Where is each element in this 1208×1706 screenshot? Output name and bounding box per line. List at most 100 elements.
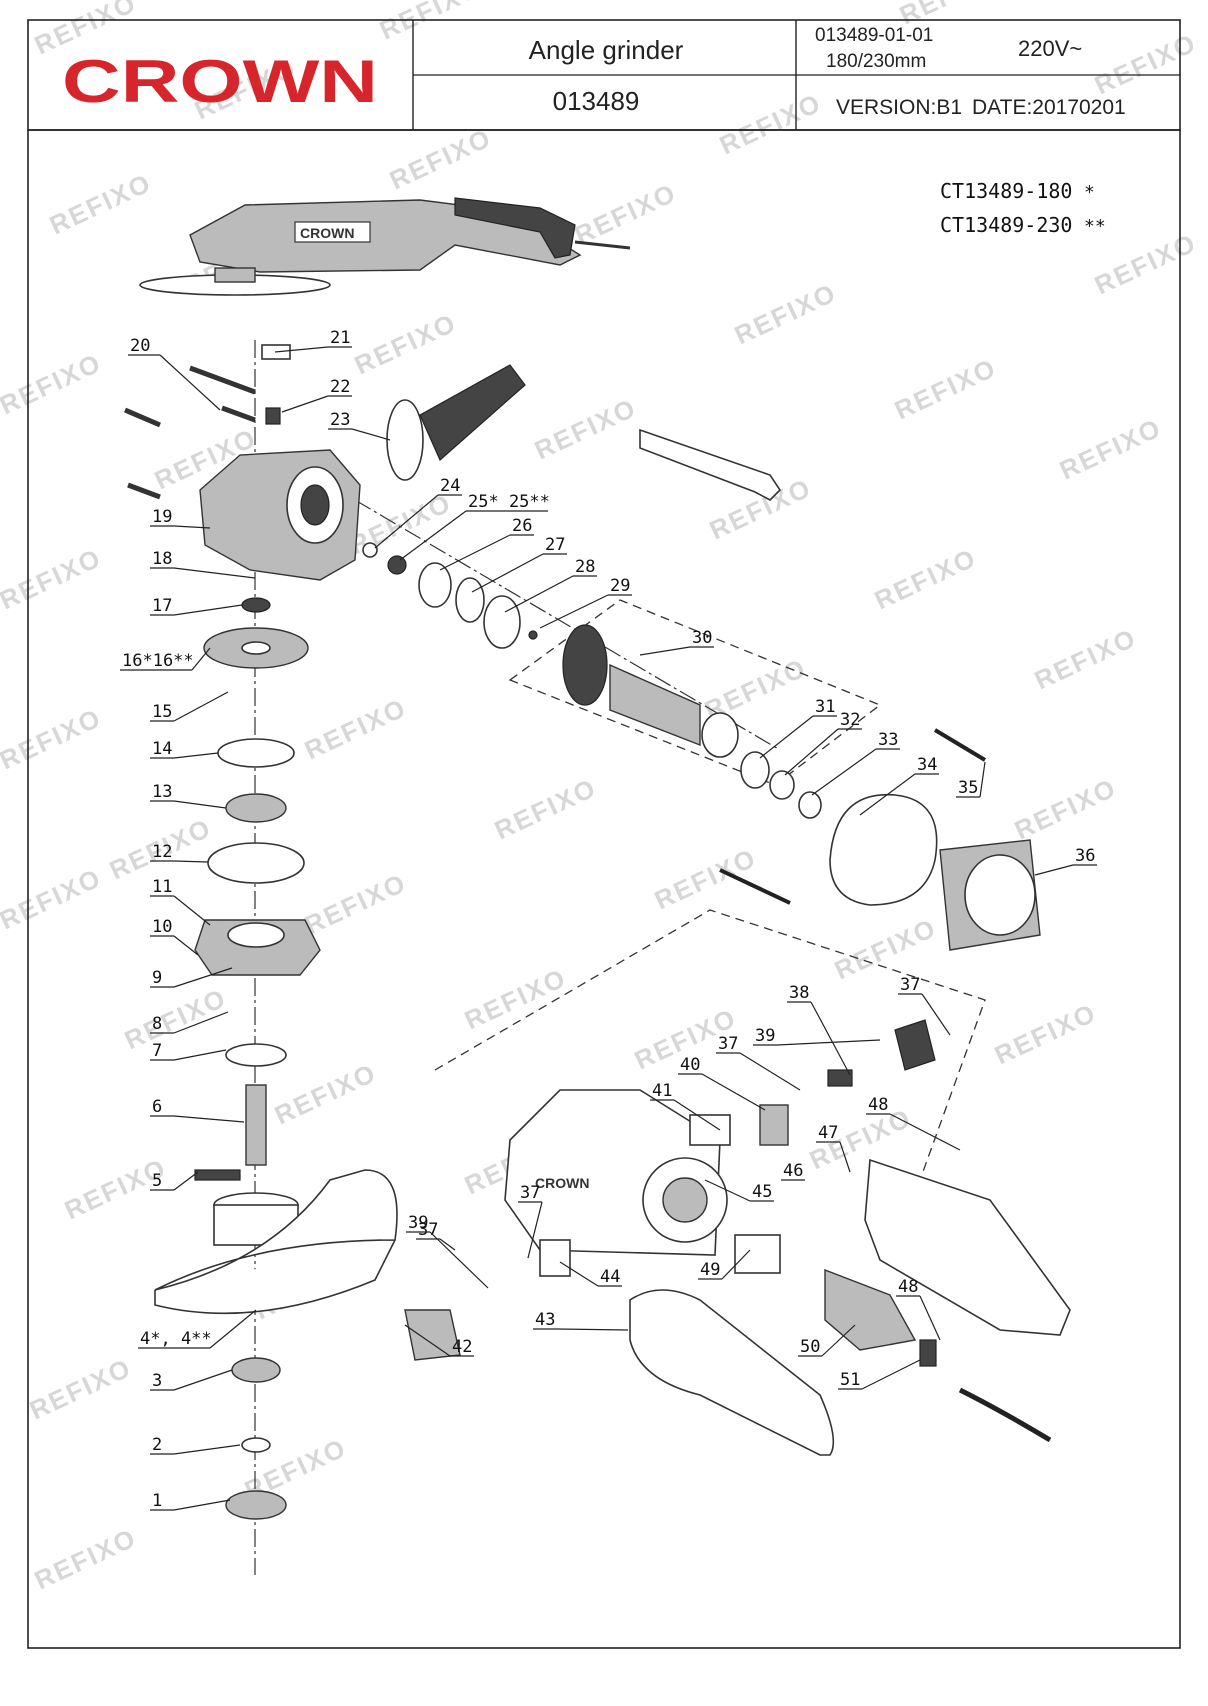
label-41 — [689, 1114, 731, 1146]
leader-line — [173, 860, 209, 863]
capacitor-49 — [734, 1234, 781, 1274]
part-number-label: 42 — [452, 1337, 472, 1357]
leader-line — [919, 1295, 941, 1341]
leader-line — [471, 553, 544, 593]
variant-code-180: CT13489-180 — [940, 179, 1072, 203]
leader-line — [173, 1115, 245, 1123]
watermark-text: REFIXO — [350, 307, 461, 380]
watermark-text: REFIXO — [715, 87, 826, 160]
part-number-label: 34 — [917, 755, 937, 775]
stator-screw-lower — [719, 868, 791, 905]
part-number-label: 39 — [755, 1026, 775, 1046]
stator — [939, 839, 1041, 951]
brush-holder-40 — [759, 1104, 789, 1146]
title-block: CROWN Angle grinder 013489 013489-01-01 … — [27, 19, 1181, 131]
leader-line — [839, 1141, 851, 1173]
watermark-text: REFIXO — [1010, 772, 1121, 845]
watermark-text: REFIXO — [530, 392, 641, 465]
motor-axis — [354, 499, 781, 751]
brush-holder-37 — [539, 1239, 571, 1277]
leader-line — [173, 752, 219, 759]
leader-line — [209, 1309, 257, 1349]
part-number-label: 47 — [818, 1123, 838, 1143]
part-number-label: 31 — [815, 697, 835, 717]
leader-line — [274, 346, 329, 353]
drawing-frame — [27, 129, 1181, 1649]
stator-screw — [933, 728, 987, 762]
part-number-label: 23 — [330, 410, 350, 430]
nut-25 — [387, 555, 407, 575]
leader-line — [173, 967, 233, 988]
date: DATE:20170201 — [972, 96, 1126, 119]
watermark-text: REFIXO — [1030, 622, 1141, 695]
seal-7 — [225, 1043, 287, 1067]
part-number-label: 48 — [868, 1095, 888, 1115]
product-name: Angle grinder — [529, 35, 684, 65]
part-number-label: 19 — [152, 507, 172, 527]
leader-line — [721, 1249, 751, 1280]
part-number-label: 17 — [152, 596, 172, 616]
watermark-text: REFIXO — [385, 122, 496, 195]
side-handle — [386, 364, 526, 481]
leader-line — [173, 567, 256, 579]
watermark-text: REFIXO — [870, 542, 981, 615]
watermark-text: REFIXO — [0, 702, 106, 775]
part-number-label: 25* 25** — [468, 492, 550, 512]
part-number-label: 2 — [152, 1435, 162, 1455]
inner-flange — [231, 1357, 281, 1383]
part-number-label: 41 — [652, 1081, 672, 1101]
armature — [562, 624, 739, 758]
watermark-text: REFIXO — [300, 692, 411, 765]
leader-line — [173, 691, 229, 722]
leader-line — [639, 646, 691, 656]
part-number-label: 40 — [680, 1055, 700, 1075]
variant-code-230: CT13489-230 — [940, 213, 1072, 237]
part-number-label: 29 — [610, 576, 630, 596]
bearing-26 — [418, 562, 452, 608]
leader-line — [173, 1369, 233, 1391]
rear-handle-cover — [629, 1289, 835, 1456]
part-number-label: 37 — [900, 975, 920, 995]
motor-housing: CROWN — [504, 1089, 728, 1256]
fan-baffle — [829, 793, 938, 906]
gasket-12 — [207, 842, 305, 884]
leader-line — [351, 428, 391, 441]
watermark-text: REFIXO — [45, 167, 156, 240]
spanner-wrench — [639, 428, 782, 501]
washer-2 — [241, 1437, 271, 1453]
part-number-label: 30 — [692, 628, 712, 648]
leader-line — [173, 604, 243, 616]
leader-line — [173, 1444, 241, 1455]
bearing-plate-28 — [483, 595, 521, 649]
watermark-text: REFIXO — [890, 352, 1001, 425]
lock-spring — [265, 407, 281, 425]
leader-line — [701, 1073, 766, 1111]
gear-cover — [194, 919, 321, 976]
part-number-label: 38 — [789, 983, 809, 1003]
leader-line — [704, 1179, 751, 1202]
part-number-label: 37 — [520, 1183, 540, 1203]
part-number-label: 16*16** — [122, 651, 194, 671]
part-number-label: 33 — [878, 730, 898, 750]
leader-line — [504, 575, 574, 613]
part-number-label: 26 — [512, 516, 532, 536]
gear-housing — [199, 449, 361, 581]
assembled-grinder-illustration: CROWN — [139, 197, 631, 296]
brush-cap-38 — [894, 1019, 936, 1071]
leader-line — [399, 510, 467, 561]
watermark-text: REFIXO — [30, 1522, 141, 1595]
watermark-text: REFIXO — [990, 997, 1101, 1070]
part-number-label: 7 — [152, 1041, 162, 1061]
watermark-text: REFIXO — [460, 962, 571, 1035]
watermark-text: REFIXO — [830, 912, 941, 985]
svg-text:CROWN: CROWN — [300, 225, 354, 241]
leader-line — [784, 728, 839, 776]
watermark-text: REFIXO — [375, 0, 486, 45]
switch-knob-42 — [404, 1309, 461, 1361]
part-number-label: 28 — [575, 557, 595, 577]
bearing-32 — [769, 770, 795, 800]
cable-clamp-51 — [919, 1339, 937, 1367]
part-number-label: 51 — [840, 1370, 860, 1390]
leader-line — [191, 647, 211, 671]
watermark-text: REFIXO — [490, 772, 601, 845]
